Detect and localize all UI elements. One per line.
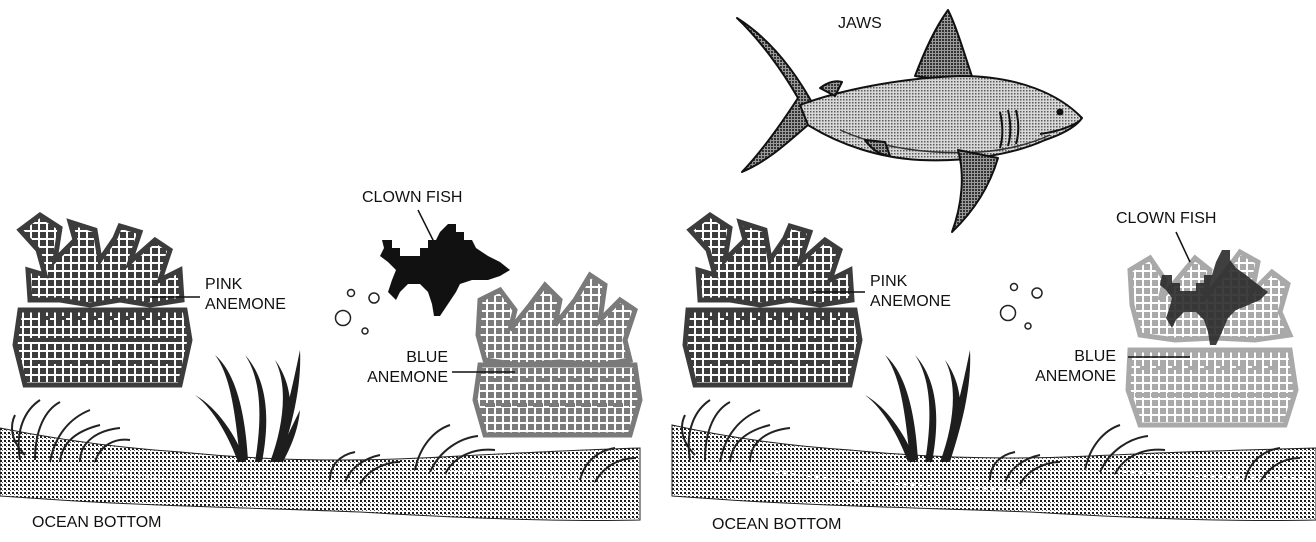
left-panel [0, 210, 640, 521]
label-blue-anemone-right: BLUE ANEMONE [1016, 347, 1116, 387]
pink-anemone-left [15, 215, 190, 385]
ocean-bottom-left [0, 428, 640, 521]
label-jaws: JAWS [838, 14, 882, 34]
label-pink-anemone-right-line2: ANEMONE [870, 292, 951, 312]
label-clown-fish-right: CLOWN FISH [1116, 209, 1216, 229]
bubbles-right [1001, 284, 1043, 330]
label-pink-anemone-right: PINK ANEMONE [870, 272, 951, 312]
label-pink-anemone-right-line1: PINK [870, 272, 951, 292]
label-pink-anemone-left-line2: ANEMONE [205, 295, 286, 315]
label-ocean-bottom-right: OCEAN BOTTOM [712, 515, 842, 535]
seaweed-right [865, 350, 970, 462]
label-pink-anemone-left: PINK ANEMONE [205, 275, 286, 315]
bubbles-left [336, 290, 380, 335]
label-blue-anemone-right-line2: ANEMONE [1016, 367, 1116, 387]
right-panel [672, 10, 1316, 521]
label-ocean-bottom-left: OCEAN BOTTOM [32, 513, 162, 533]
shark-jaws [737, 10, 1082, 232]
label-blue-anemone-left-line2: ANEMONE [348, 368, 448, 388]
label-blue-anemone-left: BLUE ANEMONE [348, 348, 448, 388]
label-pink-anemone-left-line1: PINK [205, 275, 286, 295]
seaweed-left [195, 350, 300, 462]
label-blue-anemone-right-line1: BLUE [1016, 347, 1116, 367]
label-clown-fish-left: CLOWN FISH [362, 188, 462, 208]
label-blue-anemone-left-line1: BLUE [348, 348, 448, 368]
pink-anemone-right [685, 215, 860, 385]
ocean-bottom-right [672, 425, 1316, 521]
blue-anemone-left [475, 275, 640, 435]
